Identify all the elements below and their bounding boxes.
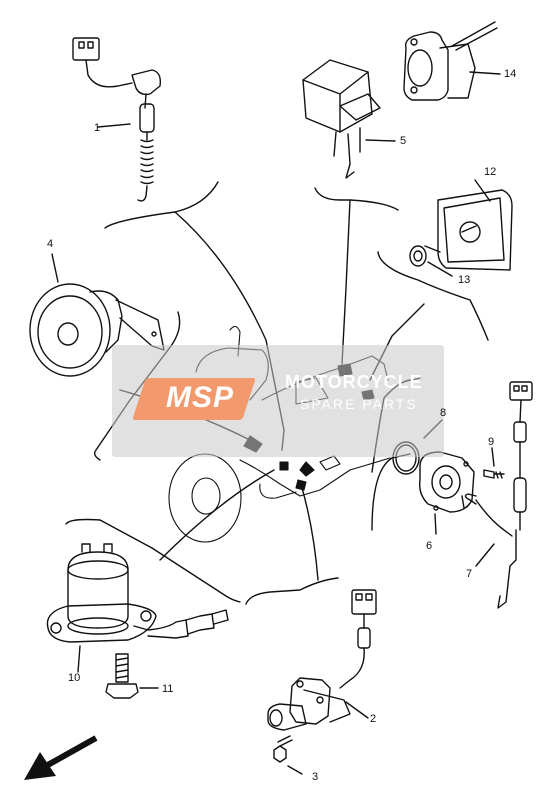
part-2-sensor [267,589,377,731]
callout-6: 6 [426,540,433,552]
leader-10 [159,469,275,561]
watermark-line-1: MOTORCYCLE [285,372,423,392]
watermark-logo-text: MSP [166,381,235,414]
group-bracket-12 [377,251,489,341]
direction-arrow-icon [24,735,98,780]
part-3-screw [273,735,303,775]
callout-3: 3 [312,771,319,783]
part-13-nut [409,245,453,277]
group-bracket-5 [314,187,399,211]
leader-5 [341,199,351,365]
part-9-screw [483,447,505,479]
callout-5: 5 [400,135,407,147]
leader-1 [174,211,285,451]
watermark-line-2: SPARE PARTS [300,396,418,412]
part-7-wire-lead [461,381,533,609]
callout-8: 8 [440,407,447,419]
part-1-switch-lead [72,37,162,202]
callout-4: 4 [47,238,54,250]
callout-10: 10 [68,672,81,684]
part-5-relay [302,59,381,179]
group-bracket-2 [245,577,339,605]
callout-11: 11 [162,683,174,695]
leader-2 [301,487,319,581]
part-6-sender [418,451,475,535]
callout-12: 12 [484,166,497,178]
callout-13: 13 [458,274,471,286]
part-12-plate [437,179,513,271]
leader-6 [371,453,411,531]
group-bracket-1 [104,181,219,229]
callout-9: 9 [488,436,495,448]
part-10-solenoid [46,543,229,673]
part-11-bolt [105,653,159,699]
callout-2: 2 [370,713,377,725]
callout-7: 7 [466,568,473,580]
part-14-sensor [403,21,498,101]
callout-14: 14 [504,68,517,80]
callout-1: 1 [94,122,101,134]
group-bracket-10 [65,518,241,603]
